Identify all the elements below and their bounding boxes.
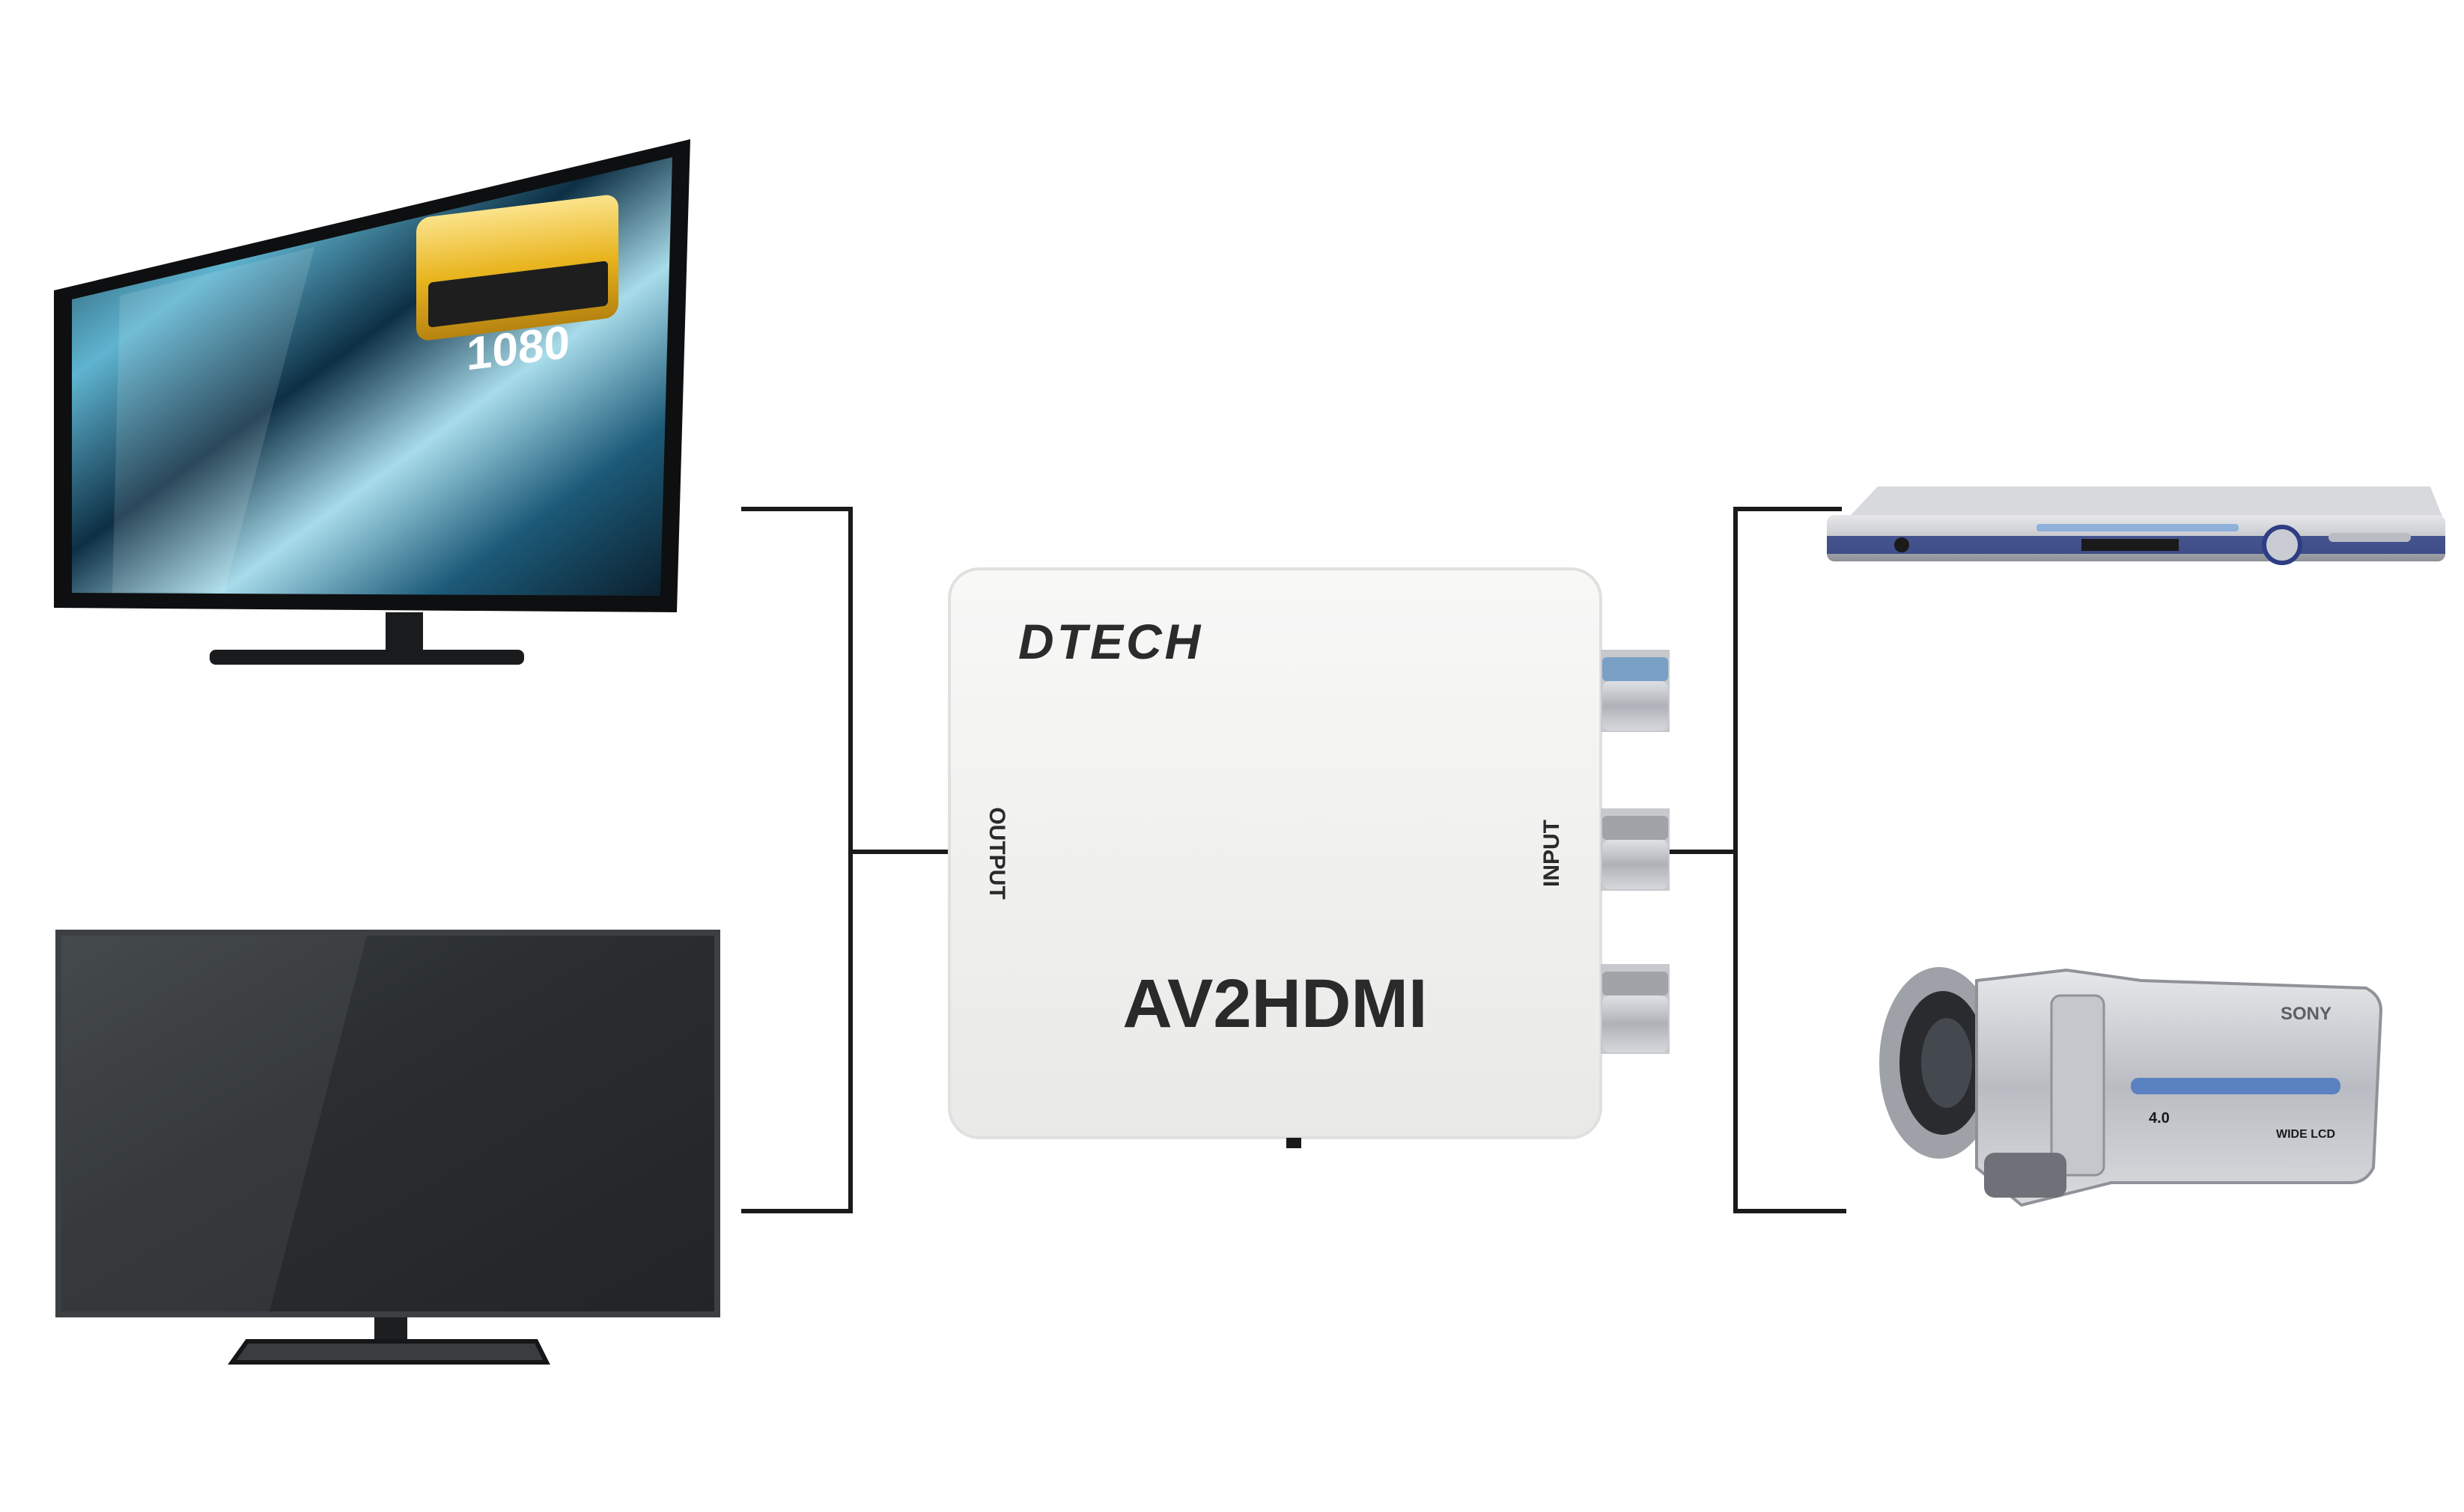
- dvd-tray: [2036, 524, 2239, 531]
- dvd-power-button: [1894, 537, 1909, 552]
- rca-jack-bottom: [1601, 964, 1670, 1054]
- converter-brand: DTECH: [1018, 614, 1203, 669]
- tv-top-base: [210, 650, 524, 665]
- badge-line2: 1080: [466, 317, 570, 381]
- output-line-top: [741, 507, 853, 1213]
- dvd-top: [1849, 487, 2442, 516]
- av2hdmi-converter: DTECH AV2HDMI OUTPUT INPUT: [948, 567, 1670, 1148]
- usb-power-port: [1286, 1138, 1301, 1148]
- badge-inner: [428, 260, 608, 328]
- output-connection-lines: [741, 507, 949, 1213]
- tv-bottom-neck: [374, 1317, 407, 1341]
- rca-mid-ring: [1602, 816, 1668, 840]
- full-hd-tv-icon: Full HD 1080: [54, 139, 690, 665]
- rca-top-shell: [1602, 681, 1668, 731]
- camcorder-icon: SONY 4.0 WIDE LCD: [1879, 967, 2383, 1207]
- tv-top-glare: [112, 247, 314, 593]
- converter-model: AV2HDMI: [1122, 966, 1427, 1042]
- dvd-display: [2081, 539, 2179, 551]
- cam-grip: [1984, 1153, 2066, 1198]
- rca-mid-shell: [1602, 840, 1668, 889]
- cam-lens-glass: [1921, 1018, 1972, 1108]
- tv-bottom-glare: [61, 936, 367, 1311]
- input-line: [1733, 507, 1846, 1213]
- dvd-player-icon: [1827, 487, 2445, 565]
- tv-bottom-screen: [61, 936, 714, 1311]
- tv-bottom-stand: [228, 1339, 550, 1365]
- cam-brand: SONY: [2281, 1004, 2331, 1024]
- rca-jack-top: [1601, 650, 1670, 732]
- input-connection-lines: [1670, 507, 1846, 1213]
- converter-output-label: OUTPUT: [985, 807, 1009, 899]
- cam-side-stripe: [2131, 1078, 2340, 1094]
- converter-input-label: INPUT: [1539, 820, 1564, 887]
- rca-bot-shell: [1602, 996, 1668, 1052]
- tv-top-neck: [386, 612, 423, 653]
- flat-tv-icon: [55, 930, 720, 1365]
- cam-lcd-label: 4.0: [2149, 1110, 2170, 1127]
- cam-wide-label: WIDE LCD: [2276, 1128, 2335, 1141]
- rca-jack-middle: [1601, 808, 1670, 891]
- full-hd-badge: Full HD 1080: [416, 195, 618, 381]
- rca-bot-ring: [1602, 972, 1668, 996]
- cam-lcd-panel: [2050, 994, 2105, 1177]
- rca-top-ring: [1602, 657, 1668, 681]
- dvd-buttons: [2328, 533, 2411, 542]
- dvd-knob: [2262, 525, 2302, 565]
